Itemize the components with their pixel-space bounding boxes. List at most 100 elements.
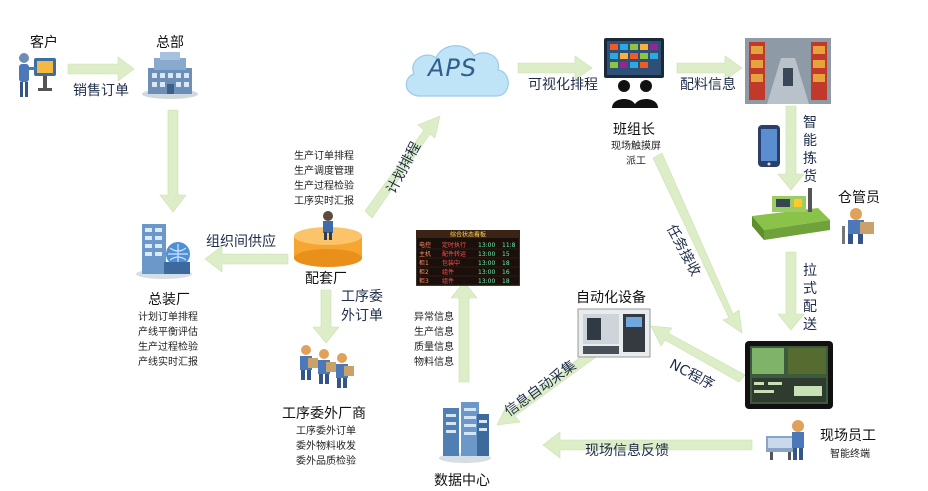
visual-schedule-label: 可视化排程	[528, 77, 598, 93]
smart-picking-label: 智能拣货	[802, 114, 818, 186]
vertical-char: 智	[803, 115, 817, 131]
team-leader-icon	[604, 38, 664, 108]
vertical-char: 送	[803, 317, 817, 333]
arrow-material-to-forklift	[777, 105, 805, 191]
smartphone-icon	[758, 125, 780, 167]
hq-label: 总部	[156, 35, 184, 51]
data-item: 物料信息	[414, 357, 454, 368]
control-screen-icon	[745, 341, 833, 409]
cnc-machine-icon	[577, 308, 651, 358]
arrow-auto-to-datacenter	[496, 349, 597, 426]
supplier-duty: 生产订单排程	[294, 151, 354, 162]
vertical-char: 式	[803, 281, 817, 297]
status-board-cell: 柜1	[419, 259, 429, 267]
warehouse-keeper-icon	[842, 208, 874, 244]
vertical-char: 拉	[803, 263, 817, 279]
outsourcing-duties: 工序委外订单 委外物料收发 委外品质检验	[296, 424, 356, 469]
vertical-char: 能	[803, 133, 817, 149]
assembly-plant-duties: 计划订单排程 产线平衡评估 生产过程检验 产线实时汇报	[138, 310, 198, 370]
feedback-label: 现场信息反馈	[585, 443, 669, 459]
status-board-cell: 定时执行	[442, 241, 466, 249]
status-board-cell: 16	[502, 269, 510, 276]
data-center-label: 数据中心	[434, 473, 490, 489]
team-leader-duty: 派工	[626, 156, 646, 167]
arrow-supplier-to-outsourcing	[312, 289, 340, 344]
field-staff-sub: 智能终端	[830, 449, 870, 460]
assembly-duty: 生产过程检验	[138, 342, 198, 353]
status-board-cell: 包装中	[442, 259, 460, 267]
data-item: 异常信息	[414, 312, 454, 323]
status-board-cell: 主机	[419, 250, 431, 258]
arrow-screen-to-auto	[650, 325, 746, 383]
data-center-server-icon	[439, 402, 491, 463]
data-items: 异常信息 生产信息 质量信息 物料信息	[414, 310, 454, 370]
data-item: 生产信息	[414, 327, 454, 338]
outsourcing-duty: 工序委外订单	[296, 426, 356, 437]
arrow-leader-to-screen	[652, 152, 743, 334]
status-board-cell: 柜3	[419, 277, 429, 285]
material-info-label: 配料信息	[680, 77, 736, 93]
assembly-plant-label: 总装厂	[148, 292, 190, 308]
arrow-leader-to-material	[676, 55, 743, 81]
status-board-cell: 13:00	[478, 260, 495, 267]
team-leader-label: 班组长	[613, 122, 655, 138]
supplier-plant-label: 配套厂	[305, 271, 347, 287]
arrow-forklift-to-screen	[777, 251, 805, 331]
customer-label: 客户	[30, 35, 58, 51]
status-board-cell: 18	[502, 260, 510, 267]
pull-delivery-label: 拉式配送	[802, 262, 818, 334]
assembly-duty: 计划订单排程	[138, 312, 198, 323]
status-board-cell: 柜2	[419, 268, 429, 276]
sales-order-label: 销售订单	[73, 83, 129, 99]
supplier-duty: 生产调度管理	[294, 166, 354, 177]
outsourcing-workers-icon	[300, 345, 354, 388]
automation-label: 自动化设备	[576, 290, 646, 306]
status-board-cell: 13:00	[478, 269, 495, 276]
status-board-cell: 13:00	[478, 251, 495, 258]
vertical-char: 拣	[803, 151, 817, 167]
outsourcing-duty: 委外物料收发	[296, 441, 356, 452]
assembly-plant-icon	[136, 224, 192, 279]
arrow-customer-to-hq	[67, 56, 135, 82]
status-board-cell: 18	[502, 278, 510, 285]
status-board-cell: 15	[502, 251, 510, 258]
status-board-cell: 组件	[442, 268, 454, 276]
arrow-field-to-datacenter	[542, 431, 753, 459]
field-staff-label: 现场员工	[820, 428, 876, 444]
assembly-duty: 产线实时汇报	[138, 357, 198, 368]
customer-icon	[19, 53, 56, 97]
arrow-hq-to-assembly	[159, 109, 187, 213]
vertical-char: 货	[803, 169, 817, 185]
status-board-cell: 11:8	[502, 242, 516, 249]
team-leader-duty: 现场触摸屏	[611, 141, 661, 152]
arrow-aps-to-leader	[517, 55, 593, 81]
status-board-cell: 13:00	[478, 278, 495, 285]
status-board-cell: 13:00	[478, 242, 495, 249]
supplier-platform-icon	[294, 211, 362, 267]
status-board-cell: 配件转运	[442, 250, 466, 258]
status-board-title: 综合状态看板	[450, 231, 486, 239]
status-board: 综合状态看板 电控 定时执行 13:00 11:8 主机 配件转运 13:00 15 柜1 包装中…	[416, 230, 520, 286]
warehouse-keeper-label: 仓管员	[838, 190, 880, 206]
supplier-duty: 工序实时汇报	[294, 196, 354, 207]
data-item: 质量信息	[414, 342, 454, 353]
field-staff-icon	[766, 420, 804, 460]
assembly-duty: 产线平衡评估	[138, 327, 198, 338]
status-board-cell: 组件	[442, 277, 454, 285]
status-board-cell: 电控	[419, 241, 431, 249]
hq-building-icon	[142, 52, 198, 99]
aps-label: APS	[428, 54, 478, 82]
aps-cloud-icon	[405, 45, 509, 97]
outsourcing-duty: 委外品质检验	[296, 456, 356, 467]
arrow-supplier-to-assembly	[204, 245, 289, 273]
team-leader-duties: 现场触摸屏 派工	[606, 139, 666, 169]
supplier-plant-duties: 生产订单排程 生产调度管理 生产过程检验 工序实时汇报	[294, 149, 354, 209]
vertical-char: 配	[803, 299, 817, 315]
process-outsource-order-label: 工序委外订单	[341, 289, 383, 324]
outsourcing-label: 工序委外厂商	[282, 406, 366, 422]
arrow-supplier-to-aps	[364, 115, 441, 219]
arrow-datacenter-to-board	[450, 281, 478, 383]
supplier-duty: 生产过程检验	[294, 181, 354, 192]
